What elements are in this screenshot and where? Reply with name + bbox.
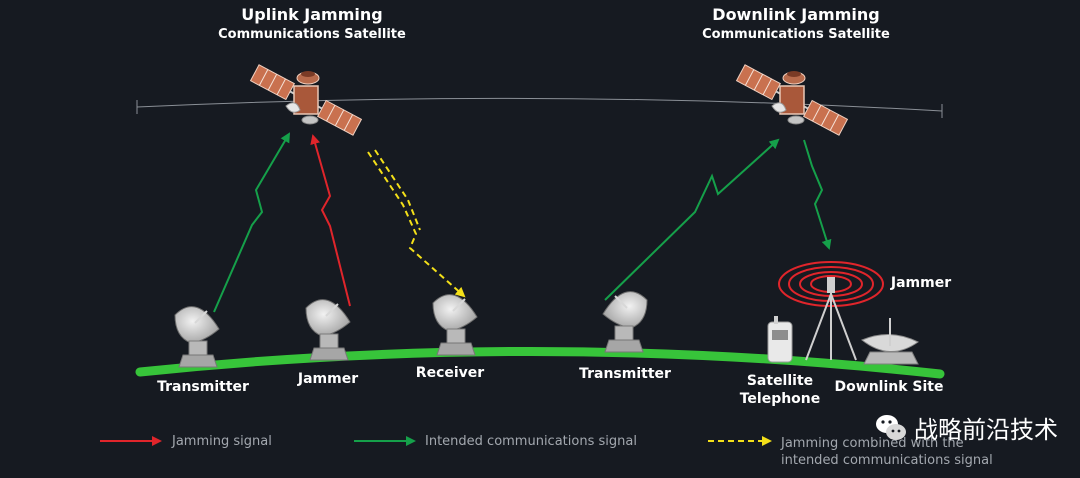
label-receiver: Receiver xyxy=(415,365,485,381)
orbit-line xyxy=(136,97,943,112)
label-jammer-ground: Jammer xyxy=(297,371,359,387)
legend-jamming-text: Jamming signal xyxy=(172,434,272,449)
dish-antenna-icon xyxy=(174,305,220,368)
uplink-title: Uplink Jamming Communications Satellite xyxy=(218,5,406,42)
label-downlink-site: Downlink Site xyxy=(834,379,944,395)
intended-signal-arrow xyxy=(803,139,832,250)
jamming-signal-arrow xyxy=(310,134,351,307)
watermark-text: 战略前沿技术 xyxy=(914,416,1058,444)
downlink-site-dish-icon xyxy=(861,318,919,365)
label-transmitter-left: Transmitter xyxy=(157,379,249,395)
intended-signal-arrow xyxy=(213,132,291,313)
ground-line xyxy=(135,346,945,379)
dish-antenna-icon xyxy=(602,290,648,353)
intended-signal-arrow xyxy=(604,138,780,301)
dish-antenna-icon xyxy=(305,298,351,361)
downlink-title: Downlink Jamming Communications Satellit… xyxy=(702,5,890,42)
label-satellite-telephone: Satellite Telephone xyxy=(739,373,821,407)
dish-antenna-icon xyxy=(432,293,478,356)
combined-signal-arrow xyxy=(367,151,466,298)
label-jammer-tower: Jammer xyxy=(890,275,952,291)
satellite-icon xyxy=(735,63,849,137)
tower-icon xyxy=(805,277,857,361)
wechat-icon xyxy=(876,414,906,440)
phone-icon xyxy=(767,316,793,363)
legend-intended-text: Intended communications signal xyxy=(425,434,637,449)
legend-combined-text: Jamming combined with the intended commu… xyxy=(781,436,993,468)
watermark: 战略前沿技术 xyxy=(874,410,1058,445)
label-transmitter-right: Transmitter xyxy=(579,366,671,382)
